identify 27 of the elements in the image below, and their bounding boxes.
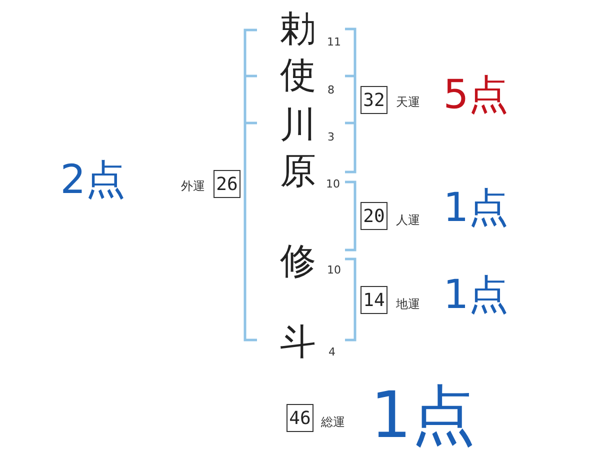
fortune-name: 外運 <box>181 180 205 192</box>
stroke-count: 11 <box>327 36 341 48</box>
name-character: 斗 <box>280 325 316 361</box>
name-character: 修 <box>280 244 316 280</box>
stroke-count: 4 <box>328 346 336 358</box>
number-box: 32 <box>360 86 388 114</box>
fortune-name: 天運 <box>396 96 420 108</box>
score-points: 1点 <box>443 275 509 315</box>
score-points: 2点 <box>60 160 126 200</box>
number-box: 26 <box>214 170 240 198</box>
name-character: 勅 <box>280 12 316 48</box>
score-points: 1点 <box>370 384 476 448</box>
number-box: 20 <box>360 202 388 230</box>
name-character: 原 <box>280 154 316 190</box>
score-points: 5点 <box>443 75 509 115</box>
stroke-count: 3 <box>328 132 334 142</box>
stroke-count: 10 <box>326 178 340 190</box>
fortune-name: 人運 <box>396 214 420 226</box>
name-character: 使 <box>280 58 316 94</box>
fortune-name: 総運 <box>321 416 345 428</box>
name-character: 川 <box>280 108 316 144</box>
number-box: 14 <box>360 286 388 314</box>
fortune-name: 地運 <box>396 298 420 310</box>
stroke-count: 8 <box>328 84 334 96</box>
score-points: 1点 <box>443 188 509 228</box>
stroke-count: 10 <box>327 264 341 276</box>
number-box: 46 <box>286 404 314 432</box>
